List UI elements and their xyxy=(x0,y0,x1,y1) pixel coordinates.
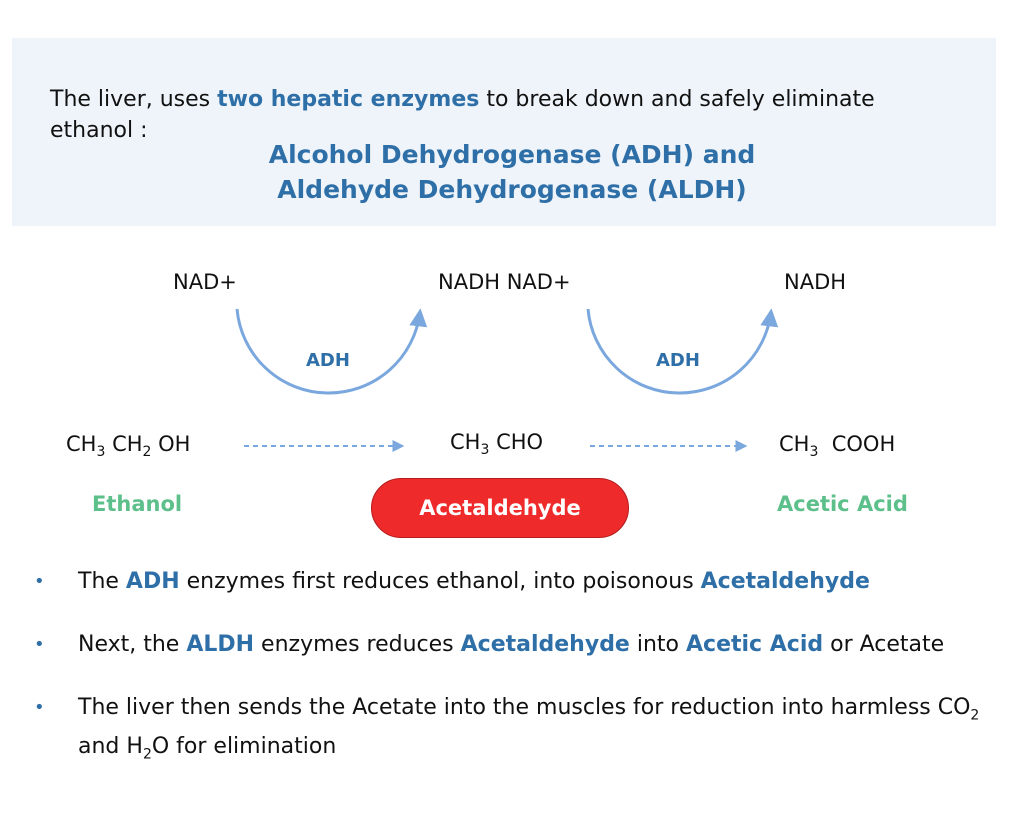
cofactor-nad-1: NAD+ xyxy=(173,270,237,294)
bullet-item-3: •The liver then sends the Acetate into t… xyxy=(30,692,1010,771)
intro-text-before: The liver, uses xyxy=(50,87,218,112)
enzymes-title-line2: Aldehyde Dehydrogenase (ALDH) xyxy=(277,175,747,204)
intro-text-after: to break down and safely eliminate ethan… xyxy=(50,87,875,143)
label-ethanol: Ethanol xyxy=(92,492,183,516)
formula-ethanol: CH3 CH2 OH xyxy=(66,432,191,461)
cofactor-arc-1 xyxy=(235,308,428,395)
bullet-dot: • xyxy=(34,634,45,655)
bullet-dot: • xyxy=(34,697,45,718)
bullet-item-1: •The ADH enzymes first reduces ethanol, … xyxy=(30,566,1010,597)
enzymes-title: Alcohol Dehydrogenase (ADH) and Aldehyde… xyxy=(0,137,1024,207)
cofactor-nadh-2: NADH xyxy=(784,270,847,294)
label-acetic-acid: Acetic Acid xyxy=(777,492,908,516)
enzyme-label-adh-1: ADH xyxy=(306,350,350,371)
formula-acetic-acid: CH3 COOH xyxy=(779,432,896,461)
intro-box xyxy=(12,38,996,226)
intro-text: The liver, uses two hepatic enzymes to b… xyxy=(50,84,950,146)
acetaldehyde-badge: Acetaldehyde xyxy=(371,478,629,538)
formula-acetaldehyde: CH3 CHO xyxy=(450,430,544,459)
bullet-list: •The ADH enzymes first reduces ethanol, … xyxy=(30,566,1010,803)
enzyme-label-adh-2: ADH xyxy=(656,350,700,371)
bullet-dot: • xyxy=(34,571,45,592)
bullet-item-2: •Next, the ALDH enzymes reduces Acetalde… xyxy=(30,629,1010,660)
cofactor-arc-2 xyxy=(586,308,779,395)
intro-highlight: two hepatic enzymes xyxy=(217,87,480,112)
cofactor-nadh-nad: NADH NAD+ xyxy=(438,270,571,294)
enzymes-title-line1: Alcohol Dehydrogenase (ADH) and xyxy=(268,140,756,169)
